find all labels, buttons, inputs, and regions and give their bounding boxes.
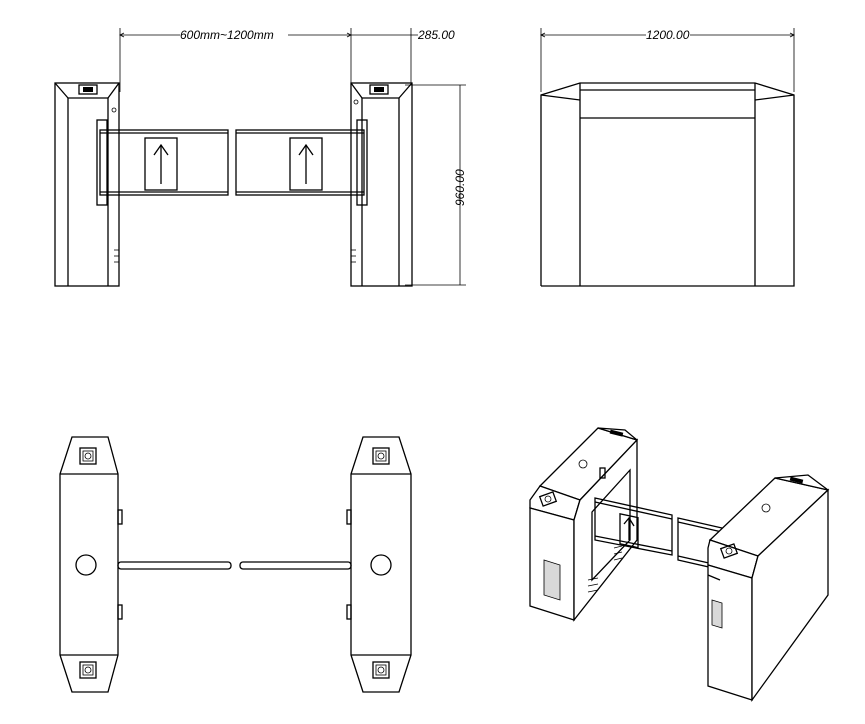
left-glass-gate bbox=[96, 119, 229, 206]
height-dimension: 960.00 bbox=[405, 84, 467, 286]
passage-width-label: 600mm~1200mm bbox=[180, 28, 274, 42]
right-arm-top bbox=[239, 561, 352, 570]
right-glass-gate bbox=[235, 119, 368, 206]
left-cabinet-front bbox=[54, 82, 120, 287]
right-cabinet-front bbox=[350, 82, 413, 287]
length-label: 1200.00 bbox=[646, 28, 690, 42]
right-cabinet-iso bbox=[707, 474, 830, 703]
height-label: 960.00 bbox=[453, 169, 467, 206]
left-gate-iso bbox=[594, 497, 673, 556]
right-cabinet-top bbox=[346, 436, 412, 693]
isometric-view bbox=[529, 427, 830, 703]
front-view: 600mm~1200mm 285.00 960.00 bbox=[54, 28, 467, 287]
side-view: 1200.00 bbox=[540, 28, 795, 287]
left-arm-top bbox=[117, 561, 232, 570]
cabinet-width-dimension: 285.00 bbox=[351, 28, 455, 42]
left-cabinet-iso bbox=[529, 427, 639, 622]
length-dimension: 1200.00 bbox=[540, 28, 795, 92]
cabinet-side bbox=[540, 82, 795, 287]
cabinet-width-label: 285.00 bbox=[417, 28, 455, 42]
top-view bbox=[59, 436, 412, 693]
left-cabinet-top bbox=[59, 436, 123, 693]
passage-width-dimension: 600mm~1200mm bbox=[119, 28, 412, 92]
